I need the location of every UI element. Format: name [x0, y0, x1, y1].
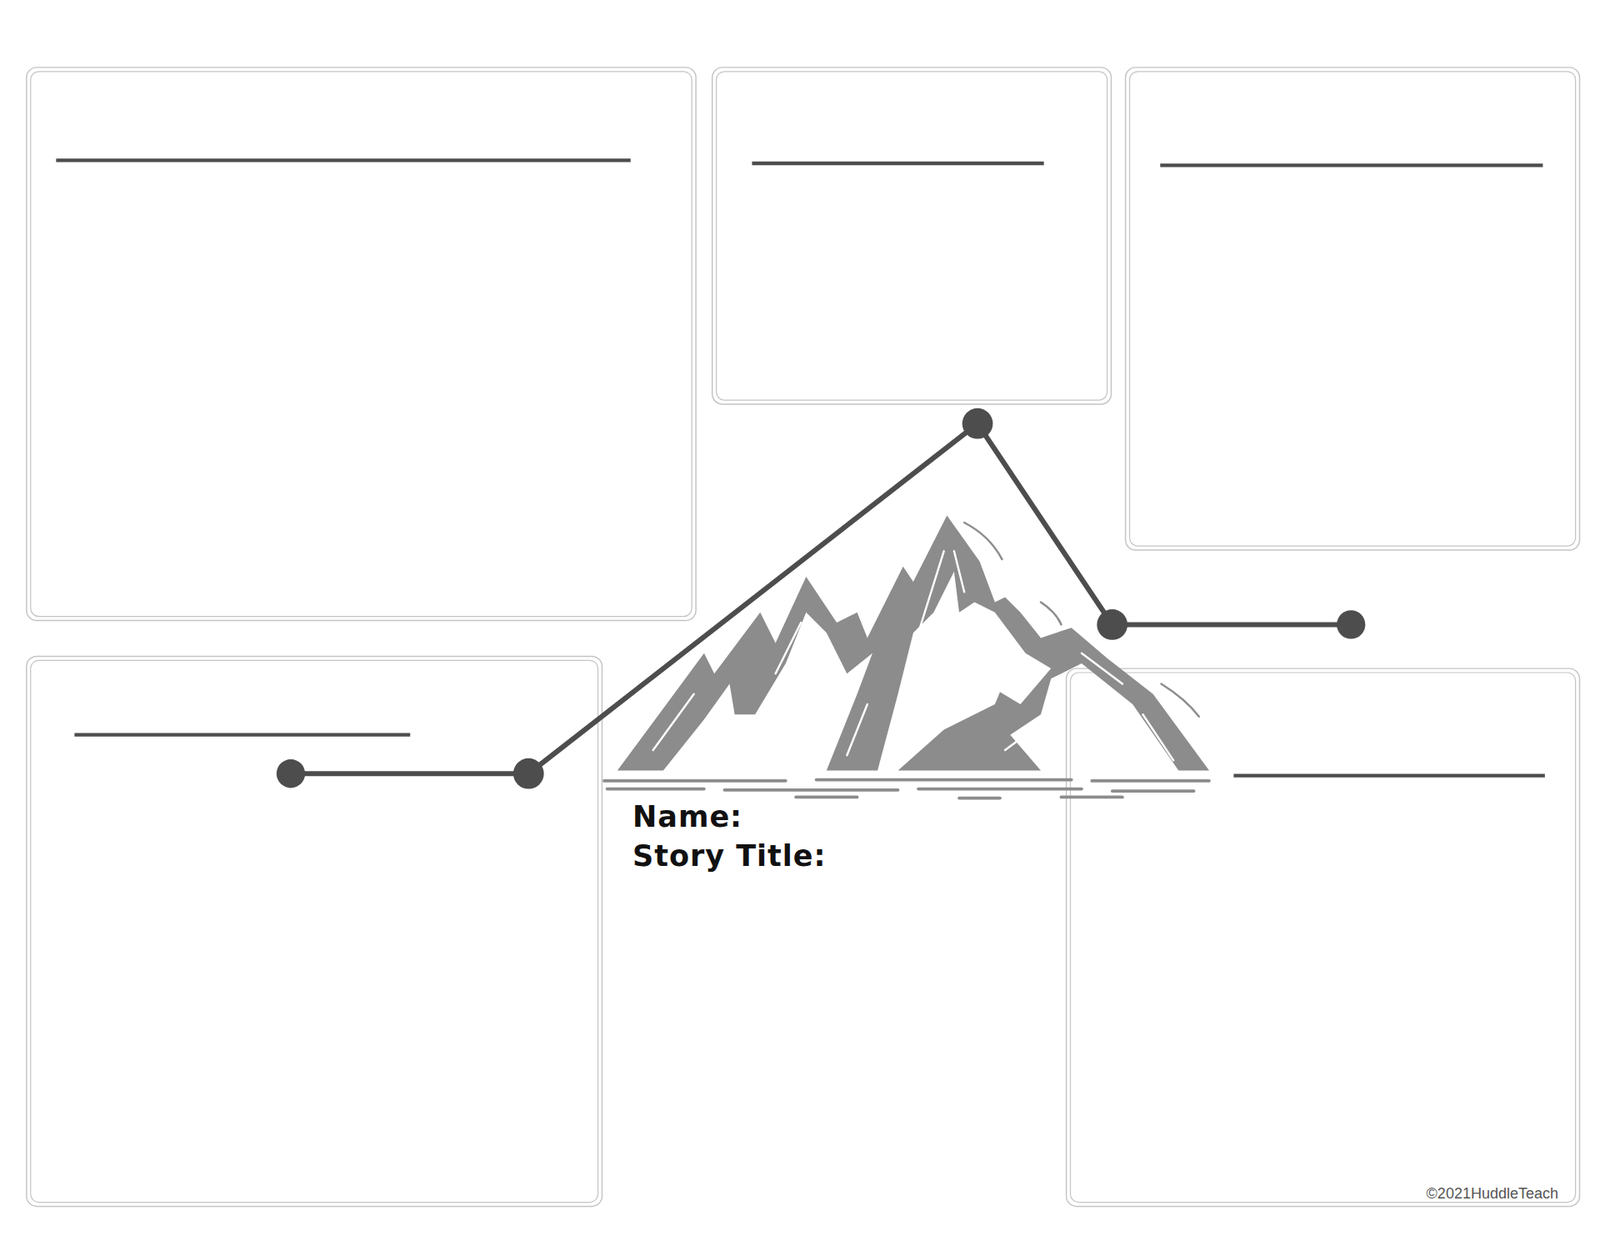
- name-field-label: Name:: [632, 802, 743, 832]
- plot-line: [276, 408, 1366, 790]
- heading-lines: [55, 160, 1545, 775]
- story-title-field-label: Story Title:: [632, 841, 827, 871]
- empty-boxes: [26, 67, 1580, 1207]
- mountain-illustration: [604, 515, 1210, 798]
- copyright-note: ©2021HuddleTeach: [1426, 1185, 1559, 1201]
